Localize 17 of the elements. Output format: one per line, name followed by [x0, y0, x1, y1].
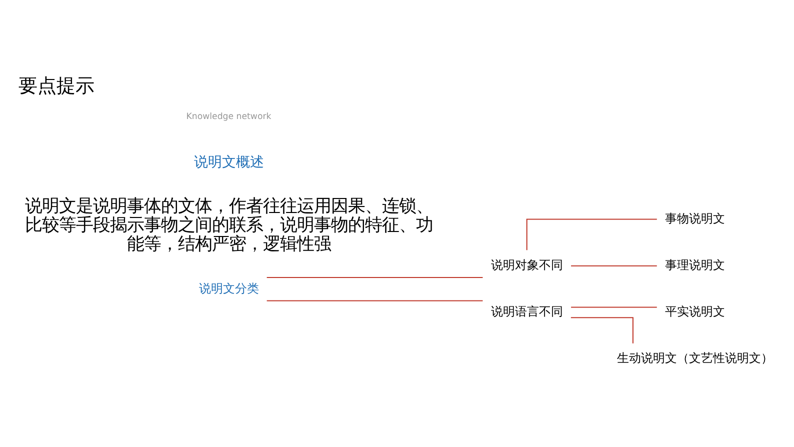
connector — [526, 218, 657, 250]
connector — [570, 316, 634, 343]
node-text: 生动说明文（文艺性说明文） — [617, 350, 774, 365]
connector — [571, 306, 657, 308]
node-text: 说明文分类 — [198, 280, 259, 295]
label: Knowledge network — [186, 111, 272, 122]
connector — [266, 276, 483, 278]
label: 说明文概述 — [194, 154, 264, 170]
label: 说明文是说明事体的文体，作者往往运用因果、连锁、比较等手段揭示事物之间的联系，说明事物的特征、功能等，结构严密，逻辑性强 — [24, 196, 433, 254]
diagram-title: 要点提示 — [18, 74, 95, 97]
node-text: 说明对象不同 — [490, 258, 563, 272]
node-text: 说明语言不同 — [490, 304, 563, 318]
connector — [266, 300, 483, 301]
node-text: 事物说明文 — [665, 210, 726, 225]
node-text: 平实说明文 — [665, 304, 726, 318]
connector — [571, 264, 657, 266]
node-text: 事理说明文 — [665, 258, 726, 272]
